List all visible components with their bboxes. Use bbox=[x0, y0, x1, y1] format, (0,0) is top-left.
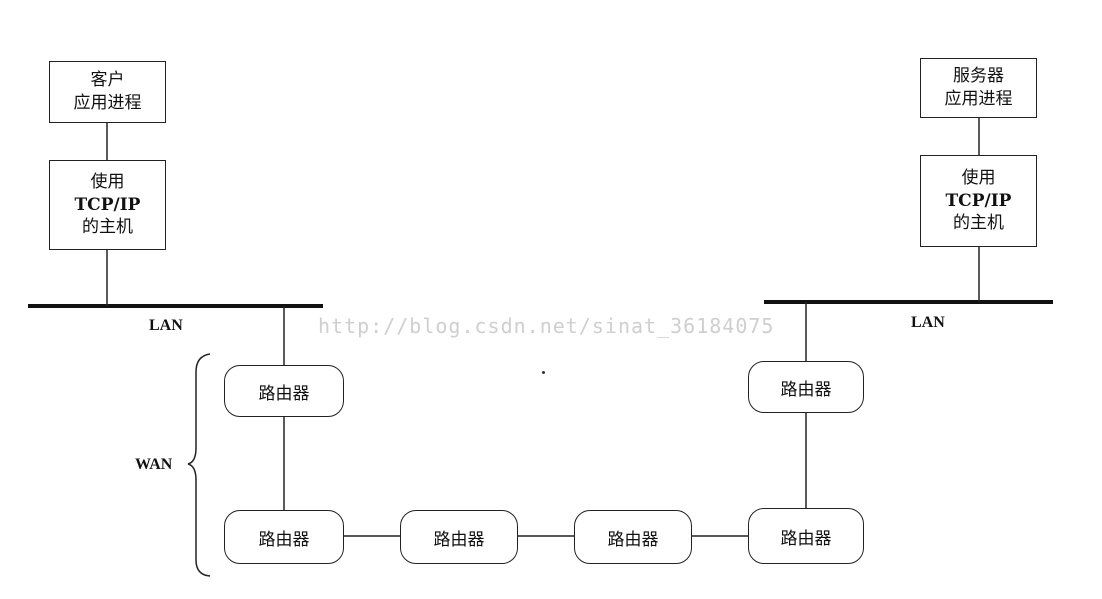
router-bottom-4: 路由器 bbox=[748, 508, 864, 564]
client-host-box: 使用 TCP/IP 的主机 bbox=[49, 160, 166, 250]
server-host-line2: TCP/IP bbox=[945, 190, 1012, 211]
server-app-line2: 应用进程 bbox=[944, 89, 1013, 109]
wan-brace bbox=[187, 353, 211, 577]
client-host-line1: 使用 bbox=[90, 171, 125, 192]
lan-label-left: LAN bbox=[149, 317, 183, 334]
client-app-box: 客户 应用进程 bbox=[49, 61, 166, 123]
server-host-box: 使用 TCP/IP 的主机 bbox=[920, 155, 1037, 247]
server-host-line3: 的主机 bbox=[953, 213, 1004, 234]
router-top-right: 路由器 bbox=[748, 361, 864, 413]
stray-dot bbox=[542, 371, 545, 374]
server-host-line1: 使用 bbox=[961, 167, 996, 188]
lan-label-right: LAN bbox=[911, 314, 945, 331]
router-bottom-3: 路由器 bbox=[574, 510, 692, 564]
watermark-url: http://blog.csdn.net/sinat_36184075 bbox=[318, 314, 775, 338]
client-app-line2: 应用进程 bbox=[73, 93, 142, 113]
client-host-line3: 的主机 bbox=[82, 217, 133, 238]
wan-label: WAN bbox=[135, 456, 173, 473]
router-bottom-1: 路由器 bbox=[224, 510, 344, 564]
server-app-line1: 服务器 bbox=[953, 66, 1004, 87]
client-app-line1: 客户 bbox=[90, 70, 125, 91]
server-app-box: 服务器 应用进程 bbox=[920, 58, 1037, 118]
router-bottom-2: 路由器 bbox=[400, 510, 518, 564]
router-top-left: 路由器 bbox=[224, 365, 344, 417]
client-host-line2: TCP/IP bbox=[74, 194, 141, 215]
